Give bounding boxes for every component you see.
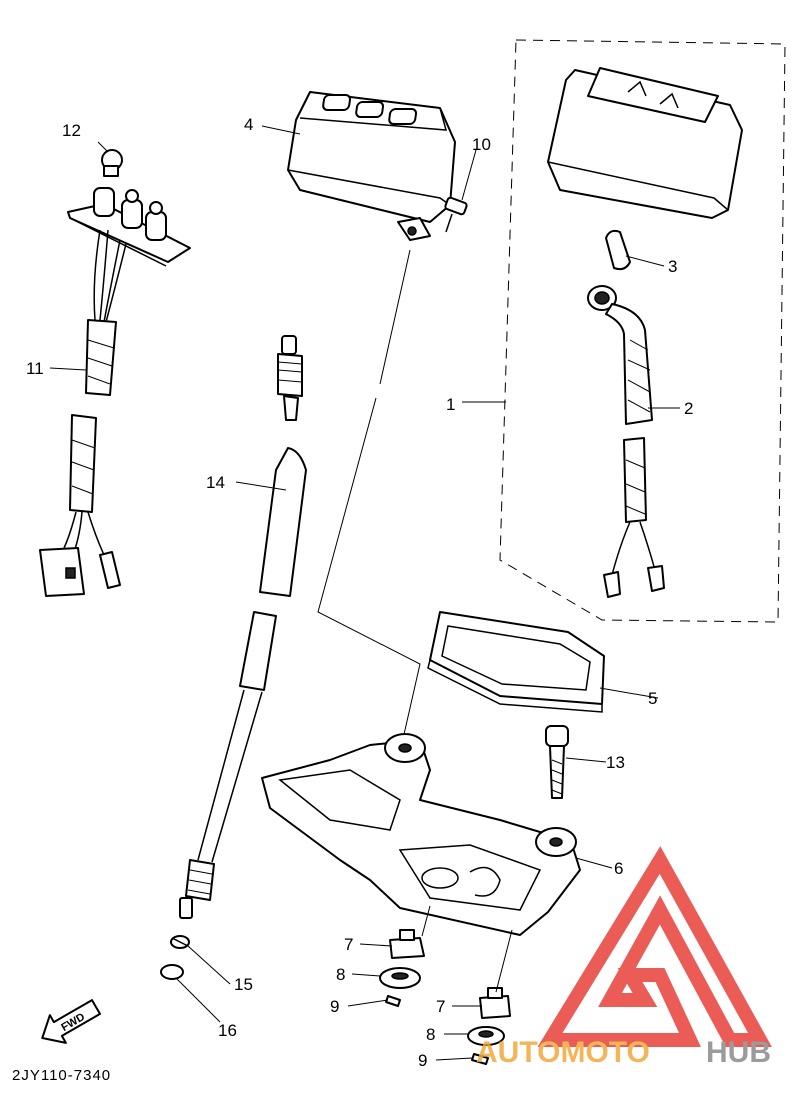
clip-part-15 (170, 935, 190, 949)
callout-2: 2 (684, 399, 693, 418)
callout-16: 16 (218, 1021, 237, 1040)
forward-arrow-icon: FWD (41, 999, 101, 1044)
bulb-part-12 (101, 149, 123, 177)
callout-11: 11 (26, 359, 44, 378)
bulb-part-3 (605, 229, 631, 271)
callout-3: 3 (668, 257, 677, 276)
callout-5: 5 (648, 689, 657, 708)
callout-7a: 7 (344, 935, 353, 954)
callout-13: 13 (606, 753, 625, 772)
assembly-group-outline (499, 39, 786, 623)
meter-housing-part-4 (287, 91, 456, 241)
automotohub-watermark: AUTOMOTO HUB (476, 846, 772, 1069)
ring-part-16 (160, 964, 184, 980)
callout-9a: 9 (330, 997, 339, 1016)
gasket-part-5 (427, 611, 605, 713)
callout-leaders (49, 125, 680, 1061)
callout-8b: 8 (426, 1025, 435, 1044)
callout-12: 12 (62, 121, 81, 140)
callout-4: 4 (244, 115, 253, 134)
washer-part-8a (379, 967, 421, 989)
watermark-text-hub: HUB (706, 1036, 771, 1069)
callout-15: 15 (234, 975, 253, 994)
callout-7b: 7 (436, 997, 445, 1016)
diagram-code: 2JY110-7340 (12, 1067, 111, 1084)
screw-part-10 (444, 196, 468, 233)
speedometer-cable-part-14 (179, 335, 307, 919)
callout-9b: 9 (418, 1051, 427, 1070)
socket-cord-part-2 (587, 285, 665, 598)
callout-10: 10 (472, 135, 491, 154)
bolt-part-13 (545, 725, 569, 799)
callout-1: 1 (446, 395, 455, 414)
pin-part-9a (385, 995, 401, 1007)
washer-part-8b (467, 1026, 505, 1046)
harness-part-11 (39, 187, 191, 597)
grommet-part-7a (389, 929, 425, 959)
pin-part-9b (471, 1053, 489, 1065)
callout-6: 6 (614, 859, 623, 878)
callout-labels: 1 2 3 4 5 6 7 8 9 7 8 9 10 11 12 13 14 1… (26, 115, 693, 1070)
watermark-text-automoto: AUTOMOTO (476, 1036, 650, 1069)
grommet-part-7b (479, 987, 511, 1019)
callout-8a: 8 (336, 965, 345, 984)
watermark-logo-icon (537, 846, 772, 1047)
bracket-part-6 (261, 733, 581, 936)
meter-assembly-part-1 (547, 67, 743, 219)
callout-14: 14 (206, 473, 225, 492)
